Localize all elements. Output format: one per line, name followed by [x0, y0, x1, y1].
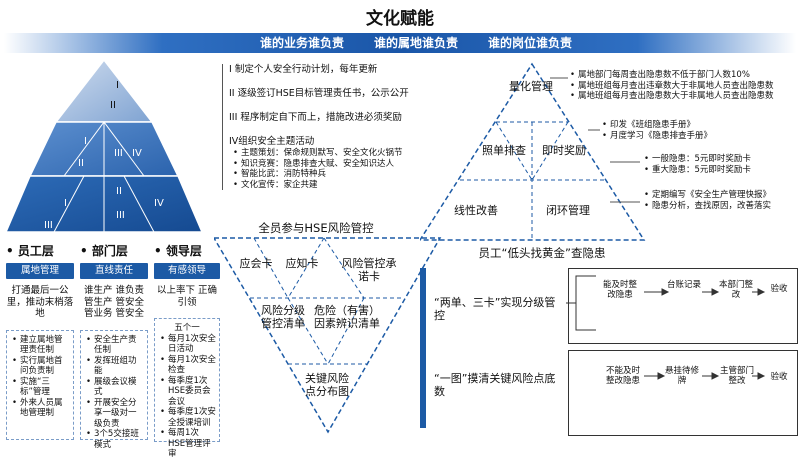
list-title: 五个一: [174, 323, 200, 333]
list-item: 3个5交接班模式: [86, 429, 144, 450]
roman-item: I 制定个人安全行动计划，每年更新: [229, 64, 378, 75]
flow1-step: 能及时整改隐患: [602, 280, 637, 300]
level-label: I: [116, 80, 119, 91]
flow2-step: 悬挂待修牌: [664, 366, 699, 386]
column-duty: 以上率下 正确引领: [156, 285, 218, 308]
level-label: III: [114, 148, 123, 159]
mid-divider: [420, 268, 426, 428]
roman-item: II 逐级签订HSE目标管理责任书，公示公开: [229, 88, 409, 99]
list-label: 风险分级管控清单: [261, 304, 305, 330]
flow2-step: 不能及时整改隐患: [605, 366, 640, 386]
level-label: III: [116, 210, 125, 221]
level-label: III: [44, 220, 53, 231]
flow-box-1: [568, 268, 798, 344]
handbook-item: 月度学习《隐患排查手册》: [602, 131, 790, 142]
mid-label: “两单、三卡”实现分级管控: [434, 296, 556, 322]
column-tag: 属地管理: [6, 263, 74, 279]
page-title: 文化赋能: [366, 9, 434, 29]
pyramid-diagram: I II I II III IV I II III IV III: [4, 58, 204, 233]
column-duty: 谁生产 谁负责 管生产 管安全 管业务 管安全: [83, 285, 145, 319]
list-item: 安全生产责任制: [86, 335, 144, 356]
flow-brace: [566, 272, 602, 334]
card-label: 风险管控承诺卡: [341, 257, 397, 283]
quant-item: 属地部门每周查出隐患数不低于部门人数10%: [570, 70, 798, 81]
responsibility-columns: • 员工层 属地管理 打通最后一公里，推动末梢落地 建立属地管理责任制 实行属地…: [4, 242, 220, 459]
map-label: 关键风险点分布图: [305, 372, 349, 398]
column-list: 五个一 每月1次安全日活动 每月1次安全检查 每季度1次HSE委员会会议 每季度…: [154, 318, 220, 459]
card-label: 应知卡: [285, 257, 319, 270]
diamond-cell: 闭环管理: [546, 204, 590, 217]
flow2-step: 主管部门整改: [719, 366, 754, 386]
banner-item-3: 谁的岗位谁负责: [488, 36, 573, 50]
level-label: IV: [132, 148, 142, 159]
list-item: 建立属地管理责任制: [12, 335, 70, 356]
list-item: 每季度1次安全授课培训: [160, 407, 216, 428]
flow1-step: 验收: [770, 284, 788, 294]
reward-item: 重大隐患：5元即时奖励卡: [644, 165, 792, 176]
column-duty: 打通最后一公里，推动末梢落地: [6, 285, 74, 319]
list-item: 每月1次安全日活动: [160, 334, 216, 355]
column-list: 建立属地管理责任制 实行属地首问负责制 实施“三标”管理 外来人员属地管理制: [6, 329, 74, 440]
level-label: IV: [154, 198, 164, 209]
connector-lines: [550, 77, 640, 203]
column-tag: 直线责任: [80, 263, 148, 279]
flow2-step: 验收: [770, 372, 788, 382]
level-label: I: [64, 198, 67, 209]
quant-item: 属地班组每月查出隐患数大于非属地人员查出隐患数: [570, 91, 798, 102]
v-diagram: [214, 237, 442, 434]
pyramid-tier-top: [54, 58, 154, 123]
quant-list: 属地部门每周查出隐患数不低于部门人数10% 属地班组每月查出违章数大于非属地人员…: [568, 70, 798, 102]
reward-item: 一般隐患：5元即时奖励卡: [644, 154, 792, 165]
list-item: 每月1次安全检查: [160, 355, 216, 376]
roman-sub-item: 主题策划：保命规则默写、安全文化火锅节: [233, 148, 459, 159]
column-tag: 有感领导: [154, 263, 220, 279]
list-item: 开展安全分享一级对一级负责: [86, 398, 144, 430]
level-label: II: [110, 100, 116, 111]
list-label: 危险（有害）因素辨识清单: [314, 304, 380, 330]
roman-item: III 程序制定自下而上，措施改进必须奖励: [229, 112, 402, 123]
flow1-step: 本部门整改: [718, 280, 753, 300]
report-item: 定期编写《安全生产管理快报》: [644, 190, 798, 201]
level-label: I: [84, 136, 87, 147]
flow-arrows: [644, 288, 766, 380]
column-head: • 领导层: [154, 244, 202, 258]
roman-item: IV组织安全主题活动: [229, 136, 315, 147]
column-list: 安全生产责任制 发挥班组功能 展级会议模式 开展安全分享一级对一级负责 3个5交…: [80, 329, 148, 450]
hazard-diamond: [420, 62, 646, 241]
banner: 谁的业务谁负责 谁的属地谁负责 谁的岗位谁负责: [4, 33, 796, 53]
banner-item-1: 谁的业务谁负责: [260, 36, 345, 50]
diamond-top-label: 量化管理: [509, 80, 553, 93]
diamond-cell: 线性改善: [454, 204, 498, 217]
roman-sub-item: 智能比武：消防特种兵: [233, 169, 459, 180]
list-item: 每周1次HSE管理评审: [160, 428, 216, 460]
list-item: 展级会议模式: [86, 377, 144, 398]
diamond-cell: 即时奖励: [542, 144, 586, 157]
report-item: 隐患分析，查找原因，改善落实: [644, 201, 798, 212]
reward-list: 一般隐患：5元即时奖励卡 重大隐患：5元即时奖励卡: [642, 154, 792, 175]
quant-item: 属地班组每月查出违章数大于非属地人员查出隐患数: [570, 81, 798, 92]
list-item: 实行属地首问负责制: [12, 356, 70, 377]
banner-item-2: 谁的属地谁负责: [374, 36, 459, 50]
roman-sub-item: 知识竞赛：隐患排查大赋、安全知识达人: [233, 159, 459, 170]
list-item: 发挥班组功能: [86, 356, 144, 377]
column-head: • 员工层: [6, 244, 54, 258]
list-item: 每季度1次HSE委员会会议: [160, 376, 216, 408]
level-label: II: [116, 186, 122, 197]
card-label: 应会卡: [239, 257, 273, 270]
flow1-step: 台账记录: [666, 280, 701, 290]
list-item: 实施“三标”管理: [12, 377, 70, 398]
v-diagram-top-label: 全员参与HSE风险管控: [258, 221, 374, 235]
column-head: • 部门层: [80, 244, 128, 258]
handbook-item: 印发《班组隐患手册》: [602, 120, 790, 131]
mid-label: “一图”摸清关键风险点底数: [434, 372, 556, 398]
roman-list: I 制定个人安全行动计划，每年更新 II 逐级签订HSE目标管理责任书，公示公开…: [222, 64, 459, 190]
handbook-list: 印发《班组隐患手册》 月度学习《隐患排查手册》: [600, 120, 790, 141]
diamond-bottom-label: 员工“低头找黄金”查隐患: [478, 246, 606, 260]
diamond-cell: 照单排查: [482, 144, 526, 157]
flow-box-2: [568, 350, 798, 436]
level-label: II: [78, 158, 84, 169]
report-list: 定期编写《安全生产管理快报》 隐患分析，查找原因，改善落实: [642, 190, 798, 211]
roman-sub-item: 文化宣传：家企共建: [233, 180, 459, 191]
list-item: 外来人员属地管理制: [12, 398, 70, 419]
